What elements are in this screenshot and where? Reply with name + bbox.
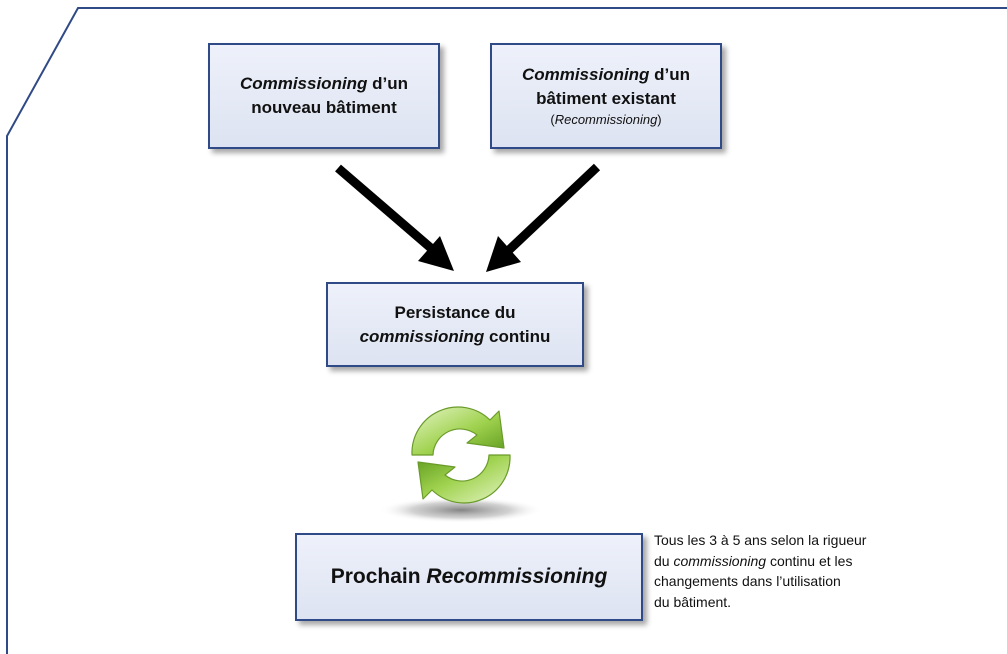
recycle-arrows-icon <box>379 406 543 523</box>
frequency-note: Tous les 3 à 5 ans selon la rigueur du c… <box>654 530 924 612</box>
next-recommissioning-box: Prochain Recommissioning <box>295 533 643 621</box>
existing-building-line3: (Recommissioning) <box>550 112 662 127</box>
existing-building-line1: Commissioning d’un <box>521 65 691 84</box>
existing-building-line2: bâtiment existant <box>536 89 676 108</box>
persistence-line2: commissioning continu <box>359 326 551 346</box>
left-arrow <box>335 164 454 271</box>
existing-building-commissioning-box: Commissioning d’un bâtiment existant (Re… <box>490 43 722 149</box>
new-building-line2: nouveau bâtiment <box>251 98 397 117</box>
next-recommissioning-label: Prochain Recommissioning <box>330 565 608 588</box>
note-line1: Tous les 3 à 5 ans selon la rigueur <box>654 532 867 548</box>
note-line2: du commissioning continu et les <box>654 552 853 569</box>
persistence-line1: Persistance du <box>394 302 516 322</box>
note-line4: du bâtiment. <box>654 593 732 610</box>
new-building-commissioning-box: Commissioning d’un nouveau bâtiment <box>208 43 440 149</box>
new-building-line1: Commissioning d’un <box>239 74 409 93</box>
right-arrow <box>486 163 601 272</box>
persistence-box: Persistance du commissioning continu <box>326 282 584 367</box>
note-line3: changements dans l’utilisation <box>654 573 841 589</box>
